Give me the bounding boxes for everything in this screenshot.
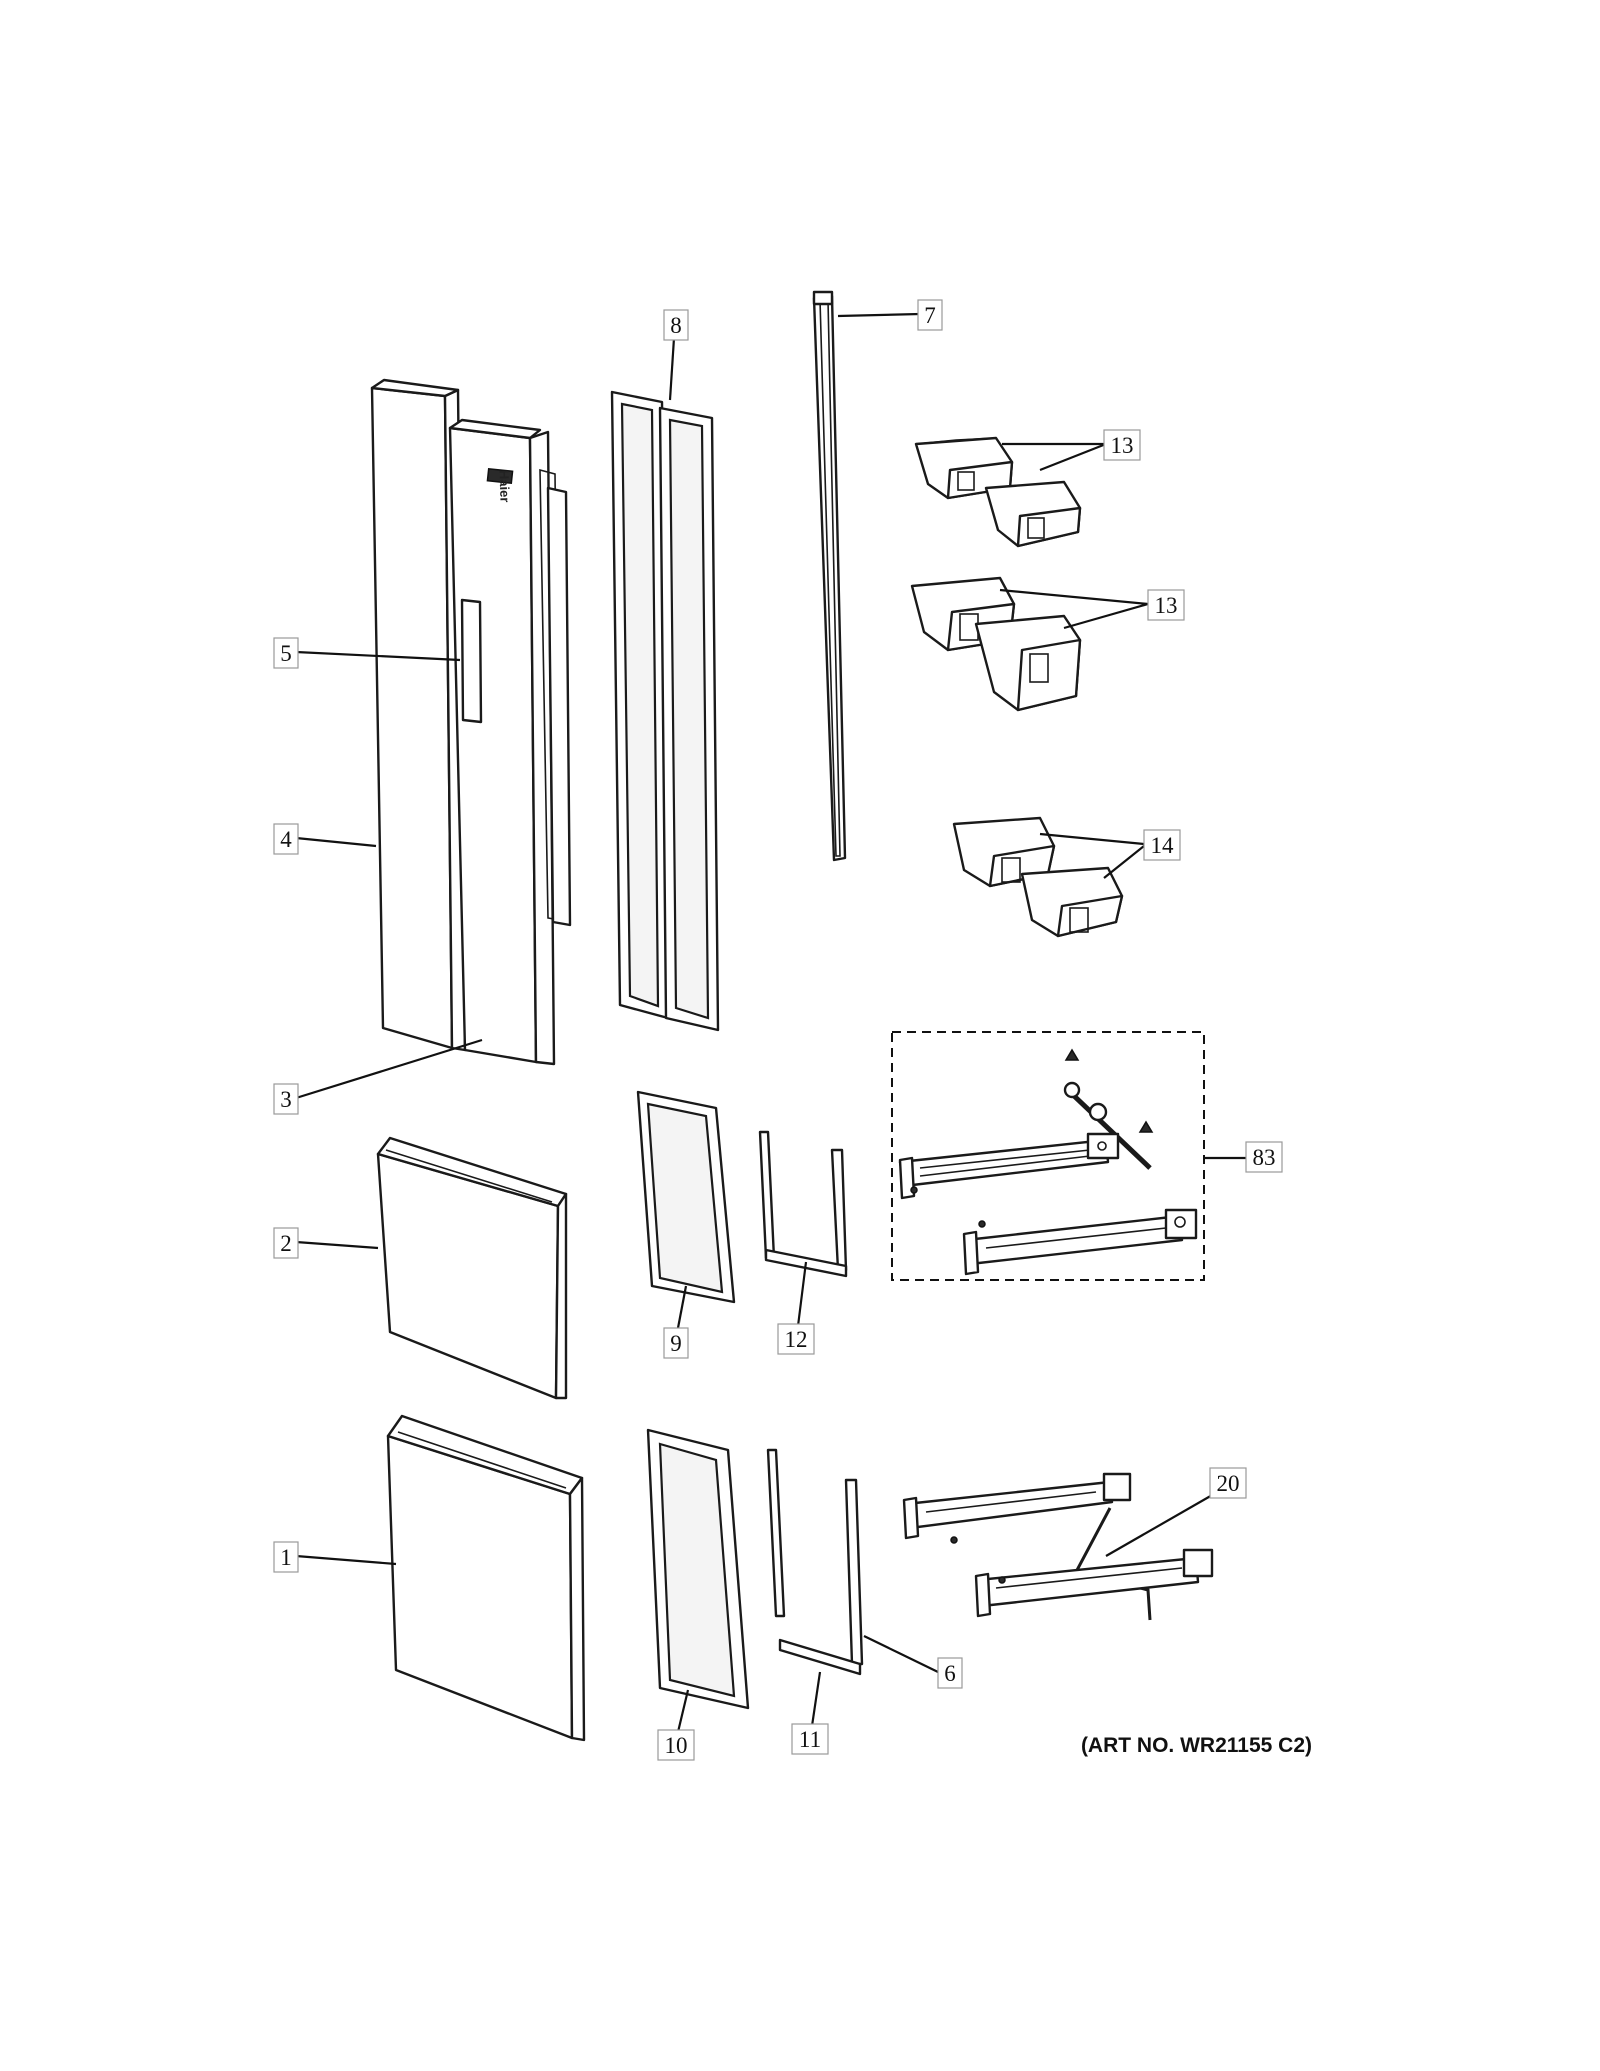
callout-8: 8 [663,309,689,341]
svg-text:8: 8 [670,313,682,338]
svg-text:13: 13 [1155,593,1178,618]
svg-text:6: 6 [944,1661,956,1686]
svg-text:11: 11 [799,1727,821,1752]
svg-text:9: 9 [670,1331,682,1356]
callout-12: 12 [777,1323,815,1355]
middle-drawer-gasket [636,1090,736,1304]
logo-text: Haier [496,470,512,503]
callout-5: 5 [273,637,299,669]
callout-20: 20 [1209,1467,1247,1499]
callout-10: 10 [657,1729,695,1761]
lower-drawer-strips [766,1448,864,1676]
lower-drawer-gasket [646,1428,750,1710]
callout-9: 9 [663,1327,689,1359]
callout-13-upper: 13 [1103,429,1141,461]
svg-text:3: 3 [280,1087,292,1112]
svg-text:83: 83 [1253,1145,1276,1170]
middle-drawer-strips [758,1130,848,1278]
callout-1: 1 [273,1541,299,1573]
door-bins-13-lower [910,576,1082,712]
callout-3: 3 [273,1083,299,1115]
svg-text:20: 20 [1217,1471,1240,1496]
callout-2: 2 [273,1227,299,1259]
svg-text:7: 7 [924,303,936,328]
svg-text:5: 5 [280,641,292,666]
door-bins-13-upper [914,436,1082,548]
svg-text:10: 10 [665,1733,688,1758]
callout-6: 6 [937,1657,963,1689]
svg-text:14: 14 [1151,833,1175,858]
svg-text:13: 13 [1111,433,1134,458]
middle-drawer-front [376,1136,568,1400]
center-mullion-rail [812,290,847,862]
svg-text:12: 12 [785,1327,808,1352]
callout-13-lower: 13 [1147,589,1185,621]
art-number: (ART NO. WR21155 C2) [1081,1734,1312,1757]
leader-lines [295,312,1246,1733]
slide-kit-83-box [891,1031,1205,1281]
upper-door-gasket [610,390,720,1032]
slide-kit-83 [898,1048,1198,1276]
callout-83: 83 [1245,1141,1283,1173]
callout-14: 14 [1143,829,1181,861]
door-bins-14 [952,816,1124,938]
callout-4: 4 [273,823,299,855]
lower-drawer-front [386,1414,586,1742]
callout-11: 11 [791,1723,829,1755]
upper-left-door [370,378,572,1066]
svg-text:1: 1 [280,1545,292,1570]
lower-slides-20 [902,1472,1214,1621]
callout-7: 7 [917,299,943,331]
svg-text:2: 2 [280,1231,292,1256]
svg-text:4: 4 [280,827,292,852]
